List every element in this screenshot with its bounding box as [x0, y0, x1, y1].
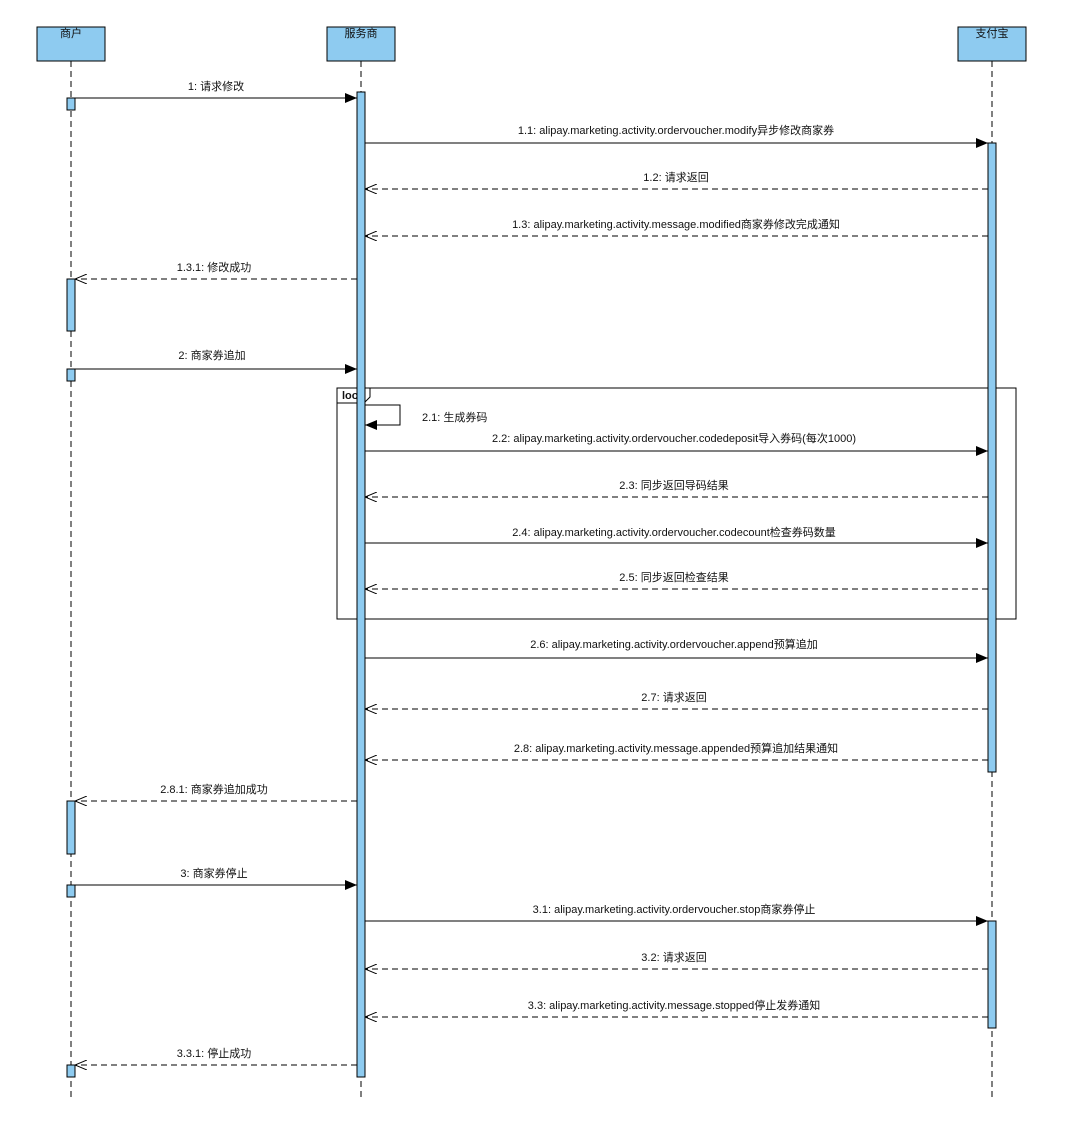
- message-label: 2.7: 请求返回: [641, 691, 706, 704]
- participant-label: 服务商: [345, 26, 378, 40]
- message-label: 1.2: 请求返回: [643, 171, 708, 184]
- activation-bar: [66, 800, 76, 855]
- message-label: 3.2: 请求返回: [641, 951, 706, 964]
- message-2-8: 2.8: alipay.marketing.activity.message.a…: [365, 741, 988, 760]
- message-2-5: 2.5: 同步返回检查结果: [365, 570, 988, 589]
- message-2-6: 2.6: alipay.marketing.activity.ordervouc…: [365, 637, 988, 663]
- message-label: 2.2: alipay.marketing.activity.ordervouc…: [492, 431, 856, 445]
- message-label: 2.5: 同步返回检查结果: [619, 570, 728, 584]
- participant-label: 商户: [60, 26, 82, 40]
- participant-provider: 服务商: [326, 26, 396, 62]
- activation-bar: [987, 920, 997, 1029]
- message-1-2: 1.2: 请求返回: [365, 171, 988, 189]
- participant-merchant: 商户: [36, 26, 106, 62]
- message-label: 2.4: alipay.marketing.activity.ordervouc…: [512, 525, 836, 539]
- message-1-3: 1.3: alipay.marketing.activity.message.m…: [365, 217, 988, 236]
- message-label: 2.1: 生成券码: [422, 410, 487, 424]
- message-1: 1: 请求修改: [75, 79, 357, 103]
- activation-bar: [66, 1064, 76, 1078]
- activation-bar: [66, 97, 76, 111]
- message-2: 2: 商家券追加: [75, 348, 357, 374]
- message-3-1: 3.1: alipay.marketing.activity.ordervouc…: [365, 902, 988, 926]
- message-label: 1: 请求修改: [188, 79, 244, 93]
- message-label: 2.8: alipay.marketing.activity.message.a…: [514, 741, 838, 755]
- message-label: 3: 商家券停止: [180, 866, 247, 880]
- message-2-4: 2.4: alipay.marketing.activity.ordervouc…: [365, 525, 988, 548]
- message-1-1: 1.1: alipay.marketing.activity.ordervouc…: [365, 123, 988, 148]
- message-label: 2.6: alipay.marketing.activity.ordervouc…: [530, 637, 818, 651]
- activation-bar: [66, 278, 76, 332]
- message-label: 2.3: 同步返回导码结果: [619, 479, 728, 492]
- message-3-3-1: 3.3.1: 停止成功: [75, 1046, 357, 1065]
- activation-bar: [356, 91, 366, 1078]
- activation-bar: [66, 368, 76, 382]
- participant-label: 支付宝: [976, 26, 1009, 40]
- message-3: 3: 商家券停止: [75, 866, 357, 890]
- message-2-3: 2.3: 同步返回导码结果: [365, 479, 988, 497]
- message-3-2: 3.2: 请求返回: [365, 951, 988, 969]
- activation-bar: [987, 142, 997, 773]
- message-label: 2.8.1: 商家券追加成功: [160, 782, 268, 796]
- message-2-7: 2.7: 请求返回: [365, 691, 988, 709]
- message-label: 1.3.1: 修改成功: [177, 260, 252, 274]
- message-label: 3.3.1: 停止成功: [177, 1046, 252, 1060]
- message-label: 1.1: alipay.marketing.activity.ordervouc…: [518, 123, 834, 137]
- participant-alipay: 支付宝: [957, 26, 1027, 62]
- message-2-1: 2.1: 生成券码: [365, 404, 487, 430]
- message-3-3: 3.3: alipay.marketing.activity.message.s…: [365, 998, 988, 1017]
- message-label: 3.3: alipay.marketing.activity.message.s…: [528, 998, 820, 1012]
- message-1-3-1: 1.3.1: 修改成功: [75, 260, 357, 279]
- message-label: 3.1: alipay.marketing.activity.ordervouc…: [533, 902, 816, 916]
- message-2-8-1: 2.8.1: 商家券追加成功: [75, 782, 357, 801]
- message-label: 2: 商家券追加: [178, 348, 245, 362]
- activation-bar: [66, 884, 76, 898]
- message-2-2: 2.2: alipay.marketing.activity.ordervouc…: [365, 431, 988, 456]
- message-label: 1.3: alipay.marketing.activity.message.m…: [512, 217, 840, 231]
